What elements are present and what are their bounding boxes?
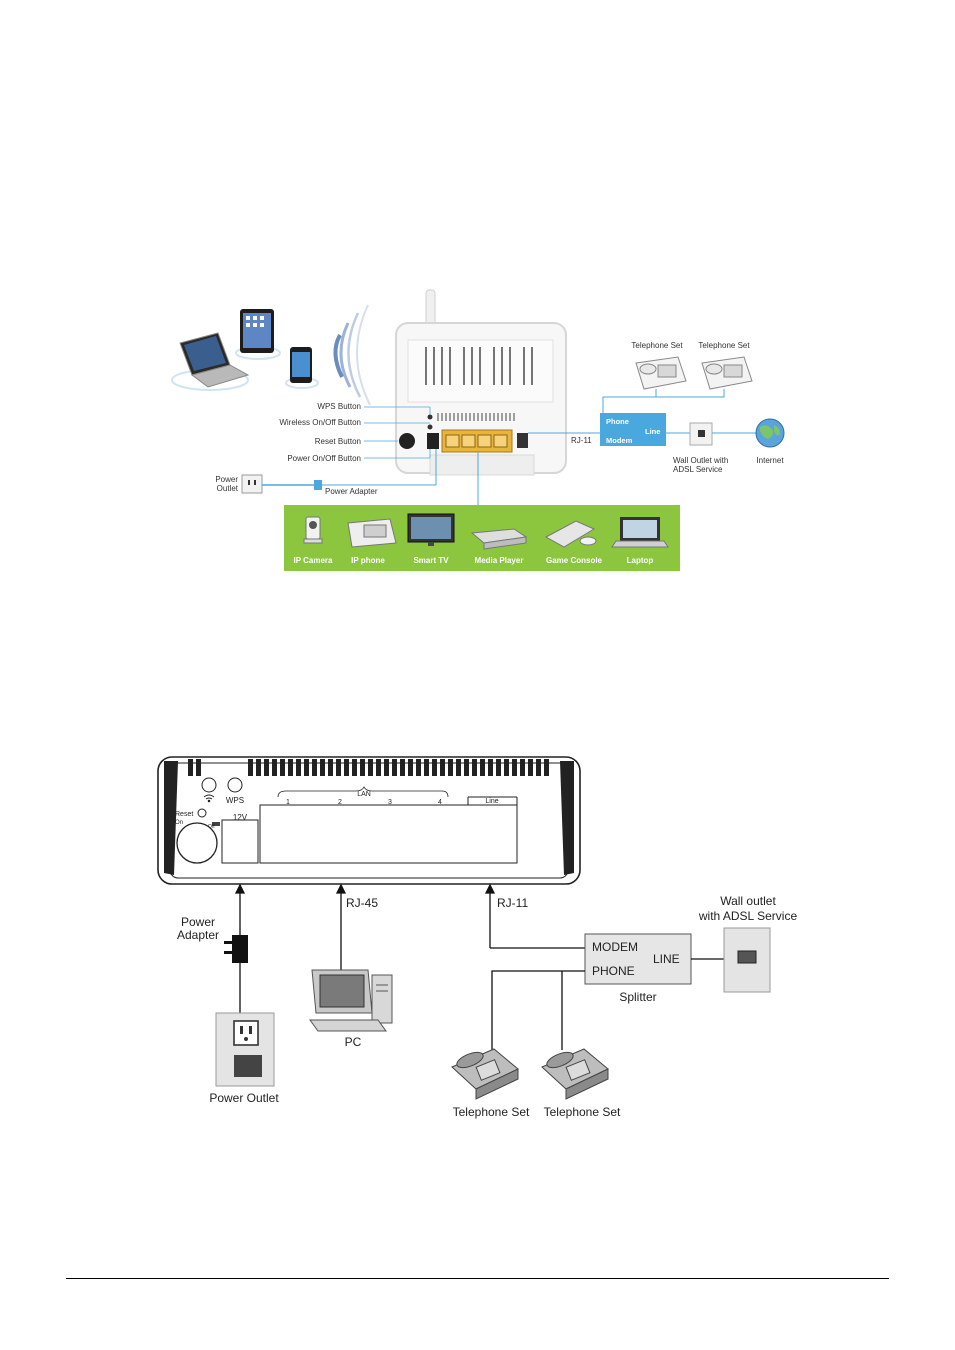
telephone-icon [635,356,687,390]
router-rear-panel [157,756,581,885]
laptop-icon [611,517,669,548]
device-label: Media Player [475,556,524,565]
power-outlet-label-1: Power [215,475,238,484]
smart-tv-icon [407,513,455,546]
splitter-line-label: LINE [653,952,680,966]
power-adapter-icon [262,449,437,490]
power-adapter-label-2: Adapter [177,928,219,942]
wall-outlet-label-1: Wall Outlet with [673,456,728,465]
telephone-set-label-1: Telephone Set [631,341,683,350]
phone-lines [602,389,725,413]
media-player-icon [470,528,528,550]
reset-label: Reset [175,811,193,818]
device-label: Laptop [627,556,654,565]
tablet-icon [235,309,281,360]
power-adapter-icon [224,935,248,963]
device-label: IP Camera [294,556,334,565]
wall-outlet-icon [689,422,713,446]
rj11-cable [484,883,585,949]
connection-illustration: WPS Button Wireless On/Off Button Reset … [171,289,785,571]
lan-port-number: 3 [388,799,392,806]
ip-camera-icon [303,516,323,544]
internet-label: Internet [756,456,784,465]
wifi-waves-icon [333,304,371,406]
device-label: IP phone [351,556,385,565]
power-outlet-label: Power Outlet [209,1091,279,1105]
lan-port-number: 1 [286,799,290,806]
lan-port-number: 2 [338,799,342,806]
splitter-box [600,413,666,446]
power-adapter-label: Power Adapter [325,487,378,496]
pc-label: PC [345,1035,362,1049]
reset-hole [197,808,207,818]
splitter-box [584,933,692,985]
wps-button-label: WPS Button [317,402,361,411]
12v-label: 12V [233,813,248,822]
wireless-button-label: Wireless On/Off Button [279,418,361,427]
splitter-label: Splitter [619,990,656,1004]
port-block [259,804,518,864]
phone-cables [491,970,585,1050]
splitter-modem-label: Modem [606,436,633,445]
telephone-icon [701,356,753,390]
rj11-label: RJ-11 [497,896,528,910]
laptop-icon [171,332,250,391]
wall-outlet-label-1: Wall outlet [720,894,776,908]
lan-port-number: 4 [438,799,442,806]
router-image [395,289,567,476]
splitter-phone-label: PHONE [592,964,635,978]
telephone-icon [451,1048,519,1100]
rj45-label: RJ-45 [346,896,378,910]
telephone-icon [541,1048,609,1100]
game-console-icon [544,520,597,548]
footer-rule [66,1278,889,1279]
lan-label: LAN [357,791,371,798]
splitter-modem-label: MODEM [592,940,638,954]
splitter-line-label: Line [645,427,660,436]
pc-icon [309,969,393,1032]
device-label: Game Console [546,556,603,565]
wall-outlet-icon [723,927,771,993]
on-label: On [175,820,183,826]
wiring-diagram: WPS Reset On Off 12V LAN 1 2 3 4 Line Po… [157,756,798,1119]
power-outlet-icon [241,474,263,494]
power-adapter-label-1: Power [181,915,215,929]
wall-outlet-label-2: with ADSL Service [698,909,798,923]
wps-label: WPS [226,796,244,805]
rj45-cable [335,883,347,970]
reset-button-label: Reset Button [315,437,361,446]
wifi-icon [203,794,215,803]
telephone-set-label-2: Telephone Set [544,1105,621,1119]
smartphone-icon [285,347,319,389]
telephone-set-label-1: Telephone Set [453,1105,530,1119]
off-label: Off [208,824,215,830]
power-jack [176,822,218,864]
line-port-label: Line [485,798,498,805]
ip-phone-icon [347,518,397,548]
telephone-set-label-2: Telephone Set [698,341,750,350]
button-callouts [364,406,431,459]
dc-jack-12v [221,819,259,864]
power-cable [234,883,246,1013]
device-label: Smart TV [413,556,449,565]
rj11-label-top: RJ-11 [571,436,592,445]
wall-outlet-label-2: ADSL Service [673,465,723,474]
globe-icon [755,418,785,448]
power-outlet-icon [215,1012,275,1087]
power-outlet-label-2: Outlet [217,484,239,493]
splitter-phone-label: Phone [606,417,629,426]
power-button-label: Power On/Off Button [287,454,361,463]
